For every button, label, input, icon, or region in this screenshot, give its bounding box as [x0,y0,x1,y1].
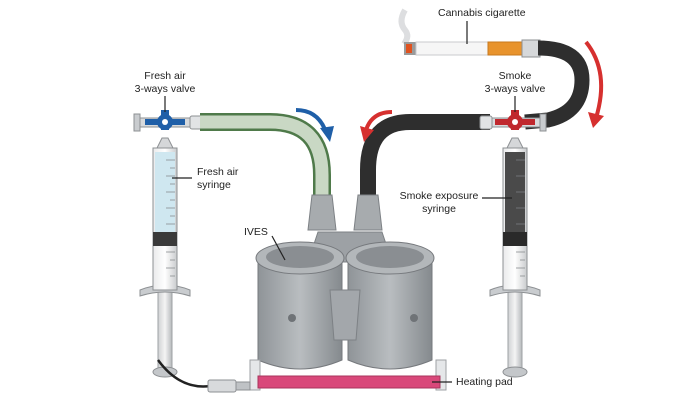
heating-pad-label: Heating pad [456,376,513,389]
smoke-valve-label: Smoke 3-ways valve [480,70,550,96]
fresh-air-valve-label: Fresh air 3-ways valve [130,70,200,96]
heating-pad-text: Heating pad [456,376,513,388]
smoke-valve-label-line2: 3-ways valve [484,83,546,95]
smoke-valve [479,110,547,132]
smoke-syringe-label-line2: syringe [422,203,456,215]
heating-pad-cable [156,359,251,393]
ives-text: IVES [244,226,268,238]
smoke-flow-arrow-right [584,40,604,128]
fresh-air-valve-label-line2: 3-ways valve [134,83,196,95]
leader-lines [164,21,516,383]
leader-ives [271,235,286,261]
smoke-valve-label-line1: Smoke [498,70,532,82]
smoke-tube-to-ives [360,114,490,195]
heating-pad [249,359,447,391]
fresh-air-syringe-label: Fresh air syringe [197,166,238,192]
smoke-flow-arrow-left [360,110,393,142]
cannabis-cigarette-label: Cannabis cigarette [438,7,526,20]
smoke-syringe-label: Smoke exposure syringe [398,190,480,216]
smoke-tube-from-cigarette [524,40,590,130]
smoke-exposure-syringe [489,137,541,378]
fresh-air-syringe [139,137,191,378]
fresh-air-syringe-label-line2: syringe [197,179,231,191]
cannabis-cigarette [398,8,541,58]
fresh-air-valve [133,110,203,132]
fresh-air-valve-label-line1: Fresh air [144,70,186,82]
fresh-air-flow-arrow [295,108,334,142]
smoke-syringe-label-line1: Smoke exposure [399,190,479,202]
ives-label: IVES [244,226,268,239]
cannabis-cigarette-text: Cannabis cigarette [438,7,526,19]
ives-chamber [255,194,435,370]
fresh-air-syringe-label-line1: Fresh air [197,166,239,178]
